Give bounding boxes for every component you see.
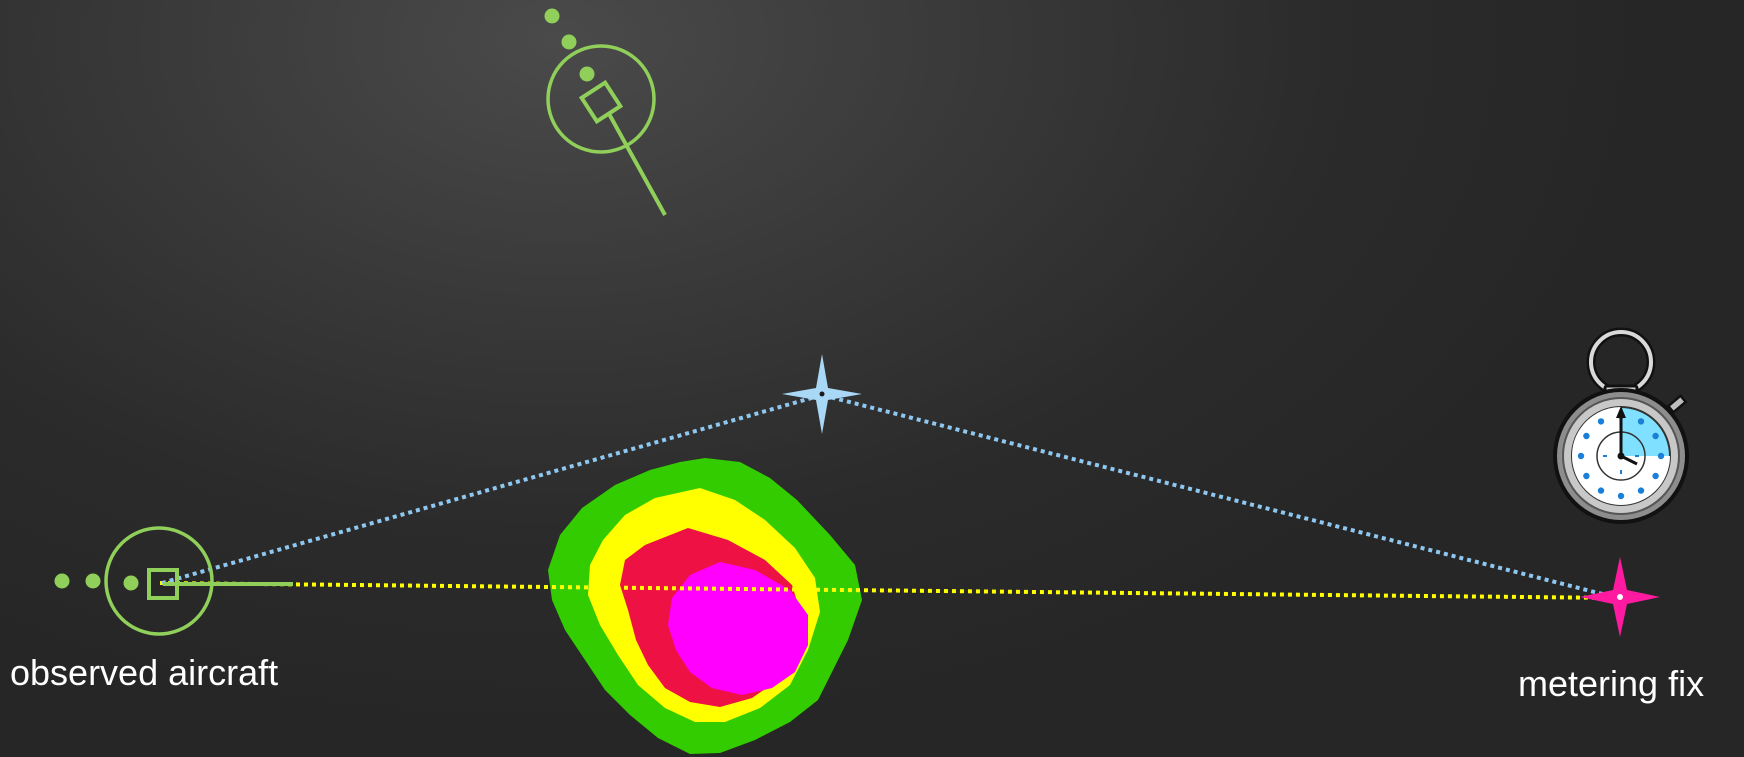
direct-route-line: [159, 581, 1621, 600]
history-dot: [85, 573, 101, 589]
stopwatch-icon: [1553, 327, 1689, 524]
stopwatch-dots: [1577, 412, 1665, 500]
aircraft-range-ring: [104, 526, 214, 636]
metering-fix-label: metering fix: [1518, 663, 1705, 704]
history-dot: [54, 573, 70, 589]
observed-aircraft-label: observed aircraft: [10, 652, 279, 693]
history-dot: [561, 34, 577, 50]
stopwatch-ring-inner: [1589, 330, 1653, 394]
metering-fix-star-icon[interactable]: [1580, 557, 1660, 637]
stopwatch-face-segment: [1580, 406, 1621, 456]
stopwatch-face-segment: [1571, 429, 1670, 505]
deviation-route-line: [161, 392, 1619, 600]
stopwatch-side-button: [1666, 394, 1688, 414]
history-dot: [123, 575, 139, 591]
weather-level-4: [668, 562, 808, 695]
other-aircraft-icon[interactable]: [544, 8, 667, 216]
waypoint-center: [819, 391, 825, 397]
metering-fix-center: [1617, 594, 1623, 600]
aircraft-range-ring: [546, 44, 656, 154]
observed-aircraft-icon[interactable]: [54, 526, 294, 636]
aircraft-velocity-leader: [606, 111, 667, 216]
stopwatch-pivot: [1617, 452, 1625, 460]
aircraft-target-box: [578, 79, 624, 125]
history-dot: [579, 66, 595, 82]
history-dot: [544, 8, 560, 24]
stopwatch-hand-tip: [1616, 406, 1626, 418]
waypoint-star-icon[interactable]: [782, 354, 862, 434]
weather-cell: [548, 458, 862, 754]
